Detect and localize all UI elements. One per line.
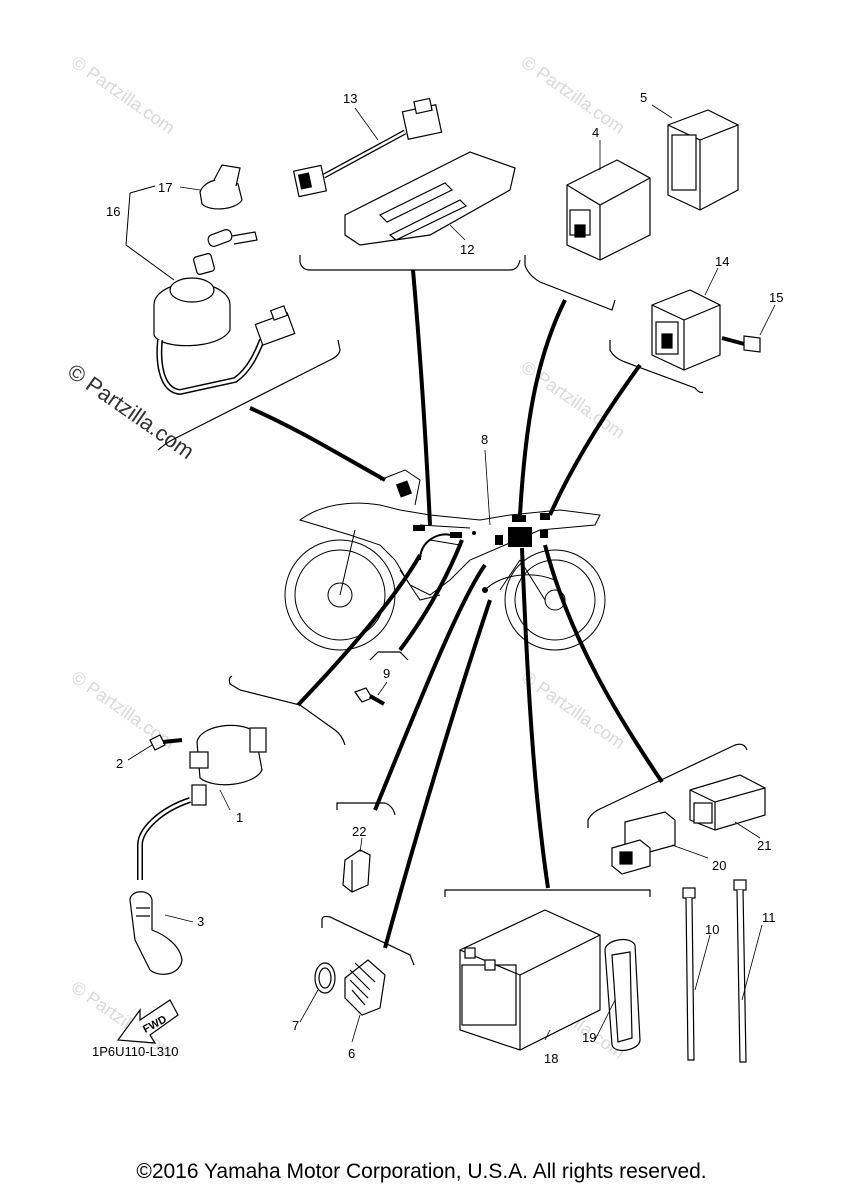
callout-9: 9	[383, 666, 390, 681]
callout-8: 8	[481, 432, 488, 447]
callout-10: 10	[705, 922, 719, 937]
callout-7: 7	[292, 1018, 299, 1033]
callout-21: 21	[757, 838, 771, 853]
battery-and-band	[459, 909, 641, 1052]
cable-ties	[682, 879, 747, 1063]
callout-15: 15	[769, 290, 783, 305]
ignition-coil-assembly	[129, 724, 267, 975]
callout-4: 4	[592, 125, 599, 140]
callout-18: 18	[544, 1051, 558, 1066]
relay-and-bolt	[651, 289, 761, 371]
couplers	[611, 774, 766, 875]
callout-leaders	[127, 104, 776, 1043]
callout-20: 20	[712, 858, 726, 873]
fuse-clip-part-22	[342, 849, 371, 893]
watermark-main: © Partzilla.com	[63, 359, 199, 465]
callout-1: 1	[236, 810, 243, 825]
callout-17: 17	[158, 180, 172, 195]
callout-13: 13	[343, 91, 357, 106]
harness-connectors	[395, 480, 550, 593]
control-units	[566, 109, 739, 261]
copyright-notice: ©2016 Yamaha Motor Corporation, U.S.A. A…	[136, 1160, 707, 1183]
watermark-faint: © Partzilla.com	[518, 667, 629, 753]
callout-12: 12	[460, 242, 474, 257]
main-switch-assembly	[153, 164, 296, 396]
callout-14: 14	[715, 254, 729, 269]
leader-lines	[249, 269, 664, 949]
callout-2: 2	[116, 756, 123, 771]
lead-wire-and-plate	[292, 97, 516, 246]
neutral-switch-and-washer	[314, 959, 386, 1016]
watermark-faint: © Partzilla.com	[518, 52, 629, 138]
bolt-part-9	[354, 687, 385, 706]
callout-22: 22	[352, 824, 366, 839]
callout-16: 16	[106, 204, 120, 219]
watermark-faint: © Partzilla.com	[68, 52, 179, 138]
callout-numbers: 1 2 3 4 5 6 7 8 9 10 11 12 13 14 15 16 1…	[106, 90, 783, 1066]
callout-11: 11	[762, 910, 776, 925]
diagram-code: 1P6U110-L310	[92, 1044, 179, 1059]
callout-19: 19	[582, 1030, 596, 1045]
group-brackets	[125, 185, 748, 966]
callout-3: 3	[197, 914, 204, 929]
callout-5: 5	[640, 90, 647, 105]
callout-6: 6	[348, 1046, 355, 1061]
